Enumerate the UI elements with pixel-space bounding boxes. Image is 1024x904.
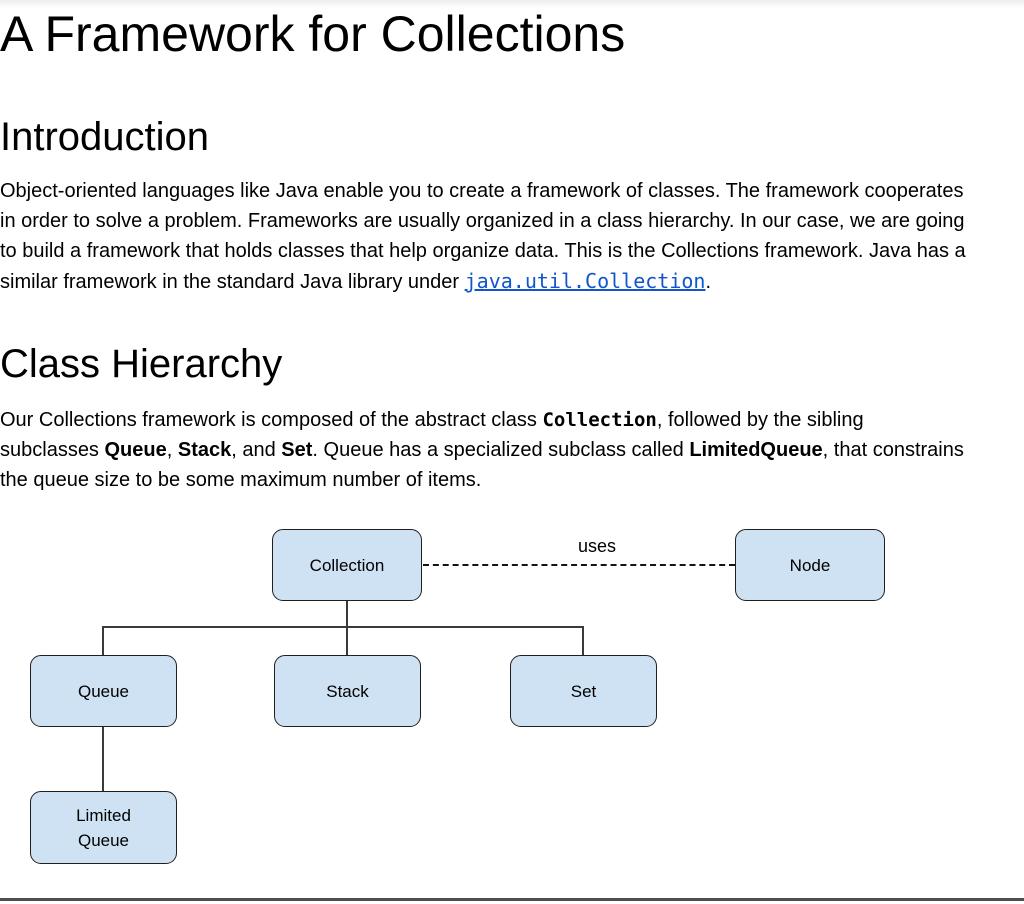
- diagram-node-collection: Collection: [272, 529, 422, 601]
- diagram-node-set: Set: [510, 655, 657, 727]
- ch-run: . Queue has a specialized subclass calle…: [312, 439, 690, 461]
- diagram-node-node: Node: [735, 529, 885, 601]
- ch-run: , followed by the sibling subclasses: [0, 409, 864, 461]
- term-set: Set: [281, 439, 313, 461]
- diagram-node-limited-queue: Limited Queue: [30, 791, 177, 864]
- page-title: A Framework for Collections: [0, 6, 626, 62]
- page-bottom-border: [0, 898, 1024, 901]
- connector-collection-down: [346, 601, 348, 627]
- ch-run: ,: [166, 439, 178, 461]
- intro-text-after-link: .: [705, 271, 712, 293]
- java-util-collection-link[interactable]: java.util.Collection: [464, 269, 706, 293]
- intro-text: Object-oriented languages like Java enab…: [0, 180, 966, 293]
- connector-drop-stack: [346, 626, 348, 655]
- section-heading-class-hierarchy: Class Hierarchy: [0, 342, 283, 386]
- term-limitedqueue: LimitedQueue: [689, 439, 823, 461]
- connector-drop-queue: [102, 626, 104, 655]
- diagram-node-stack: Stack: [274, 655, 421, 727]
- connector-drop-set: [582, 626, 584, 655]
- connector-queue-limitedqueue: [102, 727, 104, 791]
- ch-run: Our Collections framework is composed of…: [0, 409, 543, 431]
- diagram-node-queue: Queue: [30, 655, 177, 727]
- term-queue: Queue: [104, 439, 167, 461]
- top-scroll-shadow: [0, 0, 1024, 9]
- term-stack: Stack: [177, 439, 232, 461]
- uses-dashed-connector: [423, 564, 735, 566]
- class-hierarchy-diagram: uses Collection Node Queue Stack Set Lim…: [0, 516, 1024, 864]
- ch-run: , and: [231, 439, 282, 461]
- uses-relation-label: uses: [577, 536, 617, 556]
- section-heading-introduction: Introduction: [0, 115, 210, 159]
- code-collection: Collection: [542, 409, 657, 431]
- intro-paragraph: Object-oriented languages like Java enab…: [0, 176, 966, 297]
- class-hierarchy-paragraph: Our Collections framework is composed of…: [0, 405, 966, 495]
- ch-run: , that constrains the queue size to be s…: [0, 439, 964, 491]
- connector-horizontal-bus: [102, 626, 584, 628]
